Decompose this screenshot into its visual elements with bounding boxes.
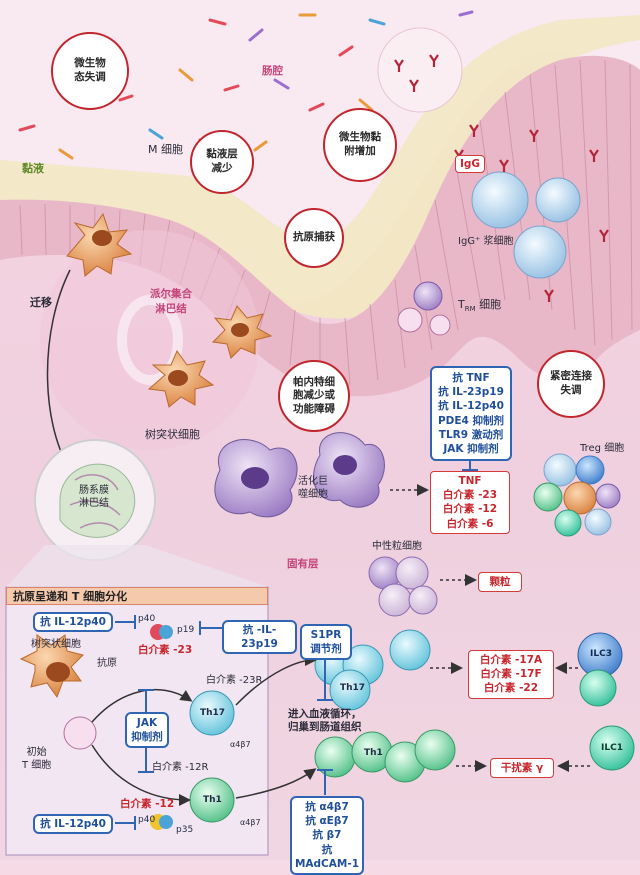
- th17-panel-label: Th17: [200, 708, 226, 718]
- th17-right-label: Th17: [340, 683, 366, 693]
- il23r-label: 白介素 -23R: [206, 675, 263, 686]
- cytokine-item: 白介素 -22: [483, 682, 539, 695]
- neutrophil-label: 中性粒细胞: [372, 541, 422, 552]
- paneth-bubble: 帕内特细 胞减少或 功能障碍: [278, 360, 350, 432]
- panel-title: 抗原呈递和 T 细胞分化: [6, 587, 268, 605]
- p40-label-bottom: p40: [138, 815, 156, 825]
- drug-box-main: 抗 TNF 抗 IL-23p19 抗 IL-12p40 PDE4 抑制剂 TLR…: [430, 366, 512, 462]
- cytokine-item: 白介素 -17F: [480, 668, 542, 681]
- anti-il12p40-top-box: 抗 IL-12p40: [33, 612, 113, 633]
- il12-label: 白介素 -12: [120, 798, 175, 810]
- antigen-capture-bubble: 抗原捕获: [284, 208, 344, 268]
- a4b7-label-2: α4β7: [240, 818, 261, 827]
- dc-small-label: 树突状细胞: [31, 639, 81, 650]
- m-cell-label: M 细胞: [148, 143, 183, 156]
- th1-right-label: Th1: [364, 748, 383, 758]
- mucus-reduced-bubble: 黏液层 减少: [190, 130, 254, 194]
- igg-label: IgG: [455, 155, 486, 174]
- peyers-patch-label: 派尔集合 淋巴结: [150, 288, 192, 315]
- th17-cytokines-box: 白介素 -17A 白介素 -17F 白介素 -22: [468, 650, 554, 699]
- drug-item: JAK 抑制剂: [443, 442, 499, 455]
- cytokine-item: 白介素 -12: [442, 503, 498, 516]
- antigen-label: 抗原: [97, 658, 117, 669]
- integrin-box: 抗 α4β7 抗 αEβ7 抗 β7 抗 MAdCAM-1: [290, 796, 364, 875]
- drug-item: 抗 IL-23p19: [438, 386, 504, 399]
- cytokine-item: 白介素 -23: [442, 489, 498, 502]
- il12r-label: 白介素 -12R: [152, 762, 209, 773]
- naive-t-label: 初始 T 细胞: [22, 747, 52, 771]
- lumen-label: 肠腔: [262, 65, 283, 77]
- lamina-propria-label: 固有层: [287, 558, 319, 570]
- granules-box: 颗粒: [478, 572, 522, 593]
- a4b7-label-1: α4β7: [230, 740, 251, 749]
- migration-label: 迁移: [30, 296, 52, 309]
- p19-label: p19: [177, 625, 195, 635]
- integrin-item: 抗 β7: [312, 829, 342, 842]
- dendritic-cell-label: 树突状细胞: [145, 428, 200, 441]
- trm-t: T: [458, 298, 465, 311]
- ilc3-label: ILC3: [590, 649, 612, 659]
- drug-item: 抗 IL-12p40: [438, 400, 504, 413]
- trm-label: TRM 细胞: [458, 298, 501, 314]
- anti-il12p40-bottom-box: 抗 IL-12p40: [33, 814, 113, 835]
- anti-il23p19-box: 抗 -IL-23p19: [222, 620, 297, 655]
- igg-plasma-label: IgG⁺ 浆细胞: [458, 236, 514, 247]
- il23-label: 白介素 -23: [138, 644, 193, 656]
- drug-item: 抗 TNF: [452, 372, 490, 384]
- drug-item: PDE4 抑制剂: [437, 414, 505, 427]
- th1-panel-label: Th1: [203, 795, 222, 805]
- treg-label: Treg 细胞: [580, 443, 625, 454]
- cytokine-item: 白介素 -6: [446, 517, 494, 530]
- integrin-item: 抗 MAdCAM-1: [294, 843, 360, 870]
- s1pr-box: S1PR 调节剂: [300, 624, 352, 661]
- p35-label: p35: [176, 825, 194, 835]
- integrin-item: 抗 α4β7: [305, 801, 349, 813]
- microbe-adhesion-bubble: 微生物黏 附增加: [323, 108, 397, 182]
- jak-box: JAK 抑制剂: [125, 712, 169, 749]
- p40-label: p40: [138, 614, 156, 624]
- integrin-item: 抗 αEβ7: [305, 815, 349, 828]
- macrophage-cytokines-box: TNF 白介素 -23 白介素 -12 白介素 -6: [430, 471, 510, 534]
- cytokine-item: TNF: [458, 475, 482, 487]
- ifng-box: 干扰素 γ: [490, 758, 554, 779]
- macrophage-label: 活化巨 噬细胞: [298, 476, 328, 500]
- trm-suffix: 细胞: [475, 298, 502, 311]
- drug-item: TLR9 激动剂: [438, 428, 504, 441]
- mesenteric-ln-label: 肠系膜 淋巴结: [79, 485, 109, 509]
- ilc1-label: ILC1: [601, 743, 623, 753]
- mucus-label: 黏液: [22, 162, 44, 175]
- dysbiosis-bubble: 微生物 态失调: [51, 32, 129, 110]
- cytokine-item: 白介素 -17A: [479, 654, 543, 666]
- circulation-label: 进入血液循环， 归巢到肠道组织: [288, 708, 362, 734]
- tight-junction-bubble: 紧密连接 失调: [537, 350, 605, 418]
- trm-sub: RM: [464, 305, 476, 314]
